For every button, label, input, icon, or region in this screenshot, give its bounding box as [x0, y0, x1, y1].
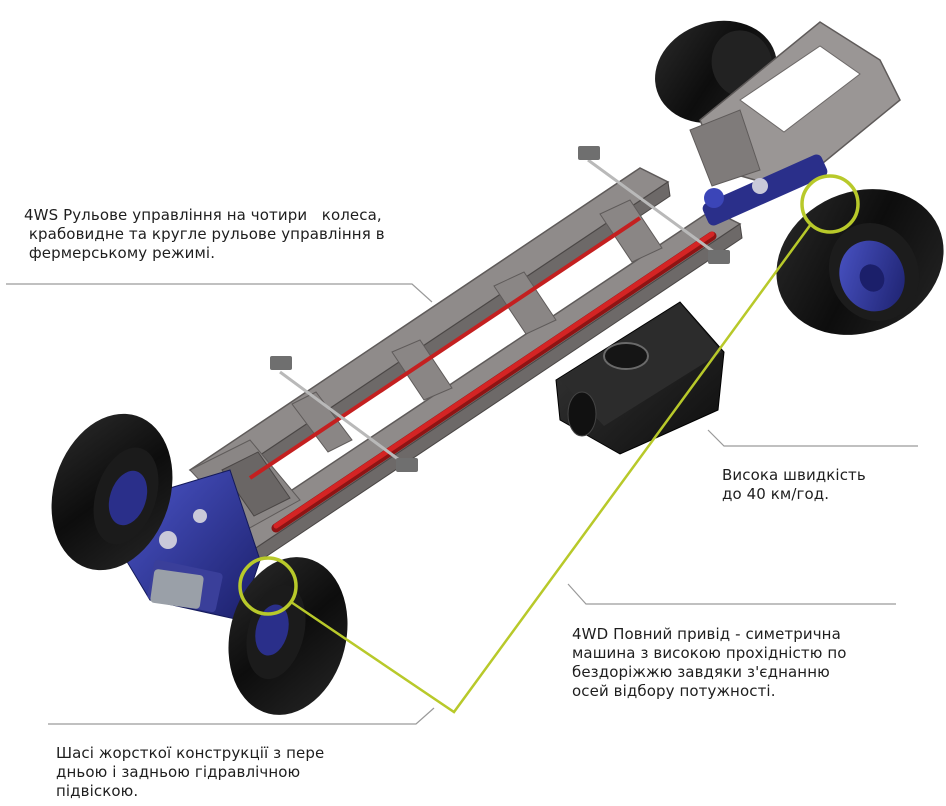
front-right-wheel	[228, 557, 348, 715]
front-suspension-highlight	[238, 556, 298, 616]
suspension-highlights	[238, 174, 860, 714]
leader-drive	[567, 583, 896, 605]
driveshaft	[248, 216, 717, 533]
callout-high-speed: Висока швидкість до 40 км/год.	[722, 466, 866, 503]
chassis-frame	[188, 21, 901, 563]
rear-right-wheel	[776, 189, 944, 335]
fuel-tank	[555, 301, 725, 455]
rear-suspension-highlight	[800, 174, 860, 234]
leader-speed	[707, 429, 918, 447]
callout-4wd-drive: 4WD Повний привід - симетрична машина з …	[572, 625, 847, 700]
rear-axle	[702, 154, 828, 226]
tie-rods	[279, 158, 715, 464]
callout-rigid-chassis: Шасі жорсткої конструкції з пере дньою і…	[56, 744, 325, 800]
callout-4ws-steering: 4WS Рульове управління на чотири колеса,…	[24, 206, 385, 262]
rod-ends	[270, 146, 730, 472]
leader-chassis	[48, 707, 435, 725]
leader-steering	[6, 283, 433, 303]
leader-lines	[6, 283, 918, 725]
highlight-connector	[290, 223, 813, 714]
front-left-wheel	[51, 413, 173, 571]
